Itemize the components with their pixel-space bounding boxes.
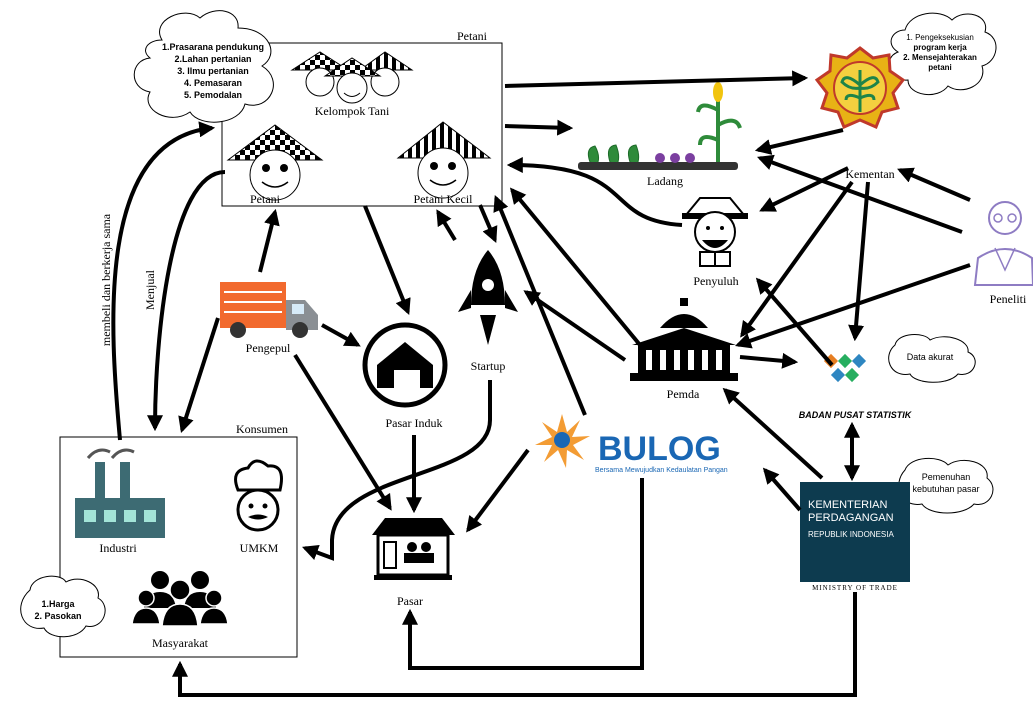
arrow-kementan-penyuluh bbox=[759, 166, 849, 212]
pasar-label: Pasar bbox=[397, 594, 423, 608]
petani-icon bbox=[226, 124, 324, 201]
arrow-bottom-pasar bbox=[402, 478, 644, 670]
arrow-startup-konsumen bbox=[301, 380, 492, 561]
pasar-induk-icon bbox=[362, 322, 448, 408]
cloud-kementan-line-4: petani bbox=[928, 63, 952, 72]
cloud-kementan-line-3: 2. Mensejahterakan bbox=[903, 53, 977, 62]
peneliti-icon bbox=[973, 201, 1033, 286]
cloud-kementan-goals: 1. Pengeksekusian program kerja 2. Mense… bbox=[888, 12, 997, 95]
arrow-petani-konsumen bbox=[147, 170, 226, 432]
petani-box-title: Petani bbox=[457, 29, 488, 43]
arrow-pemda-bps bbox=[739, 352, 799, 369]
cloud-kementan-line-1: 1. Pengeksekusian bbox=[906, 33, 974, 42]
bulog-tagline: Bersama Mewujudkan Kedaulatan Pangan bbox=[595, 467, 728, 474]
arrow-pengepul-pasar bbox=[293, 353, 392, 511]
arrow-kementan-pemda bbox=[740, 180, 854, 338]
cloud-bps: Data akurat bbox=[888, 334, 976, 383]
arrow-petani-pasar-induk bbox=[363, 205, 411, 315]
kemendag-line-3: REPUBLIK INDONESIA bbox=[808, 530, 894, 539]
arrow-petani-startup bbox=[478, 204, 498, 243]
arrow-bulog-pasar bbox=[466, 448, 530, 533]
penyuluh-label: Penyuluh bbox=[693, 274, 738, 288]
kelompok-tani-label: Kelompok Tani bbox=[315, 104, 390, 118]
arrow-pemda-petani bbox=[509, 187, 642, 347]
startup-label: Startup bbox=[471, 359, 506, 373]
konsumen-box: Konsumen Industri UMKM bbox=[59, 422, 298, 658]
kemendag-line-1: KEMENTERIAN bbox=[808, 499, 888, 511]
cloud-konsumen: 1.Harga 2. Pasokan bbox=[20, 575, 106, 638]
arrow-pengepul-petani bbox=[258, 208, 280, 273]
edge-label-membeli: membeli dan berkerja sama bbox=[99, 213, 113, 346]
umkm-label: UMKM bbox=[240, 541, 279, 555]
cloud-petani-needs: 1.Prasarana pendukung 2.Lahan pertanian … bbox=[133, 10, 274, 123]
pengepul-label: Pengepul bbox=[246, 341, 291, 355]
umkm-chef-icon bbox=[234, 459, 283, 532]
cloud-petani-line-5: 5. Pemodalan bbox=[184, 90, 242, 100]
konsumen-title: Konsumen bbox=[236, 422, 288, 436]
cloud-petani-line-3: 3. Ilmu pertanian bbox=[177, 66, 249, 76]
masyarakat-crowd-icon bbox=[131, 571, 229, 627]
kementan-label: Kementan bbox=[845, 167, 894, 181]
arrow-konsumen-petani bbox=[111, 121, 216, 441]
cloud-petani-line-4: 4. Pemasaran bbox=[184, 78, 242, 88]
cloud-konsumen-line-2: 2. Pasokan bbox=[34, 611, 81, 621]
arrow-kementan-bps bbox=[848, 181, 870, 342]
cloud-konsumen-line-1: 1.Harga bbox=[41, 599, 75, 609]
cloud-kemendag-line-2: kebutuhan pasar bbox=[912, 484, 979, 494]
arrow-penyuluh-petani bbox=[506, 157, 683, 227]
arrow-peneliti-pemda bbox=[734, 263, 971, 349]
penyuluh-icon bbox=[682, 197, 748, 267]
pengepul-truck-icon bbox=[220, 282, 318, 338]
arrow-bulog-petani bbox=[493, 195, 587, 416]
arrow-startup-petani bbox=[436, 209, 457, 242]
petani-box: Petani Kelompok Tani Petani bbox=[221, 29, 503, 207]
pasar-stall-icon bbox=[372, 518, 455, 580]
bps-logo bbox=[823, 353, 867, 383]
bulog-wordmark: BULOG bbox=[598, 430, 721, 468]
pemda-label: Pemda bbox=[667, 387, 700, 401]
kemendag-line-4: MINISTRY OF TRADE bbox=[812, 584, 898, 592]
peneliti-label: Peneliti bbox=[990, 292, 1027, 306]
kemendag-logo: KEMENTERIAN PERDAGANGAN REPUBLIK INDONES… bbox=[800, 482, 910, 582]
ladang-label: Ladang bbox=[647, 174, 683, 188]
bulog-logo: BULOG bbox=[535, 414, 721, 468]
arrow-petani-kementan bbox=[504, 70, 809, 88]
diagram-arrows bbox=[111, 70, 971, 697]
arrow-peneliti-ladang bbox=[756, 154, 963, 234]
cloud-kemendag: Pemenuhan kebutuhan pasar bbox=[898, 457, 994, 514]
arrow-kemendag-pemda bbox=[722, 387, 824, 480]
arrow-bottom-konsumen bbox=[172, 592, 857, 697]
edge-label-menjual: Menjual bbox=[143, 269, 157, 310]
arrow-pengepul-pasar-induk bbox=[321, 323, 361, 347]
ladang-icon bbox=[578, 82, 742, 170]
arrow-pemda-startup bbox=[523, 290, 627, 362]
startup-rocket-icon bbox=[458, 250, 518, 345]
arrow-pengepul-konsumen bbox=[178, 317, 220, 434]
arrow-bps-penyuluh bbox=[755, 277, 834, 367]
petani-label: Petani bbox=[250, 192, 281, 206]
cloud-kementan-line-2: program kerja bbox=[913, 43, 967, 52]
arrow-petani-ladang bbox=[504, 119, 574, 136]
arrow-kementan-ladang bbox=[754, 128, 844, 155]
kemendag-line-2: PERDAGANGAN bbox=[808, 512, 894, 524]
kelompok-tani-icon bbox=[290, 51, 414, 104]
kementan-logo bbox=[814, 46, 906, 129]
cloud-petani-line-2: 2.Lahan pertanian bbox=[174, 54, 251, 64]
arrow-peneliti-kementan bbox=[897, 167, 971, 202]
industri-icon bbox=[75, 448, 165, 538]
cloud-petani-line-1: 1.Prasarana pendukung bbox=[162, 42, 264, 52]
cloud-kemendag-line-1: Pemenuhan bbox=[922, 472, 971, 482]
petani-kecil-icon bbox=[396, 121, 492, 199]
arrow-kemendag-bulog bbox=[762, 467, 802, 512]
pasar-induk-label: Pasar Induk bbox=[386, 416, 443, 430]
cloud-bps-text: Data akurat bbox=[907, 352, 954, 362]
pemda-building-icon bbox=[630, 298, 738, 381]
masyarakat-label: Masyarakat bbox=[152, 636, 209, 650]
bps-label: BADAN PUSAT STATISTIK bbox=[799, 410, 913, 420]
industri-label: Industri bbox=[99, 541, 137, 555]
petani-kecil-label: Petani Kecil bbox=[414, 192, 474, 206]
